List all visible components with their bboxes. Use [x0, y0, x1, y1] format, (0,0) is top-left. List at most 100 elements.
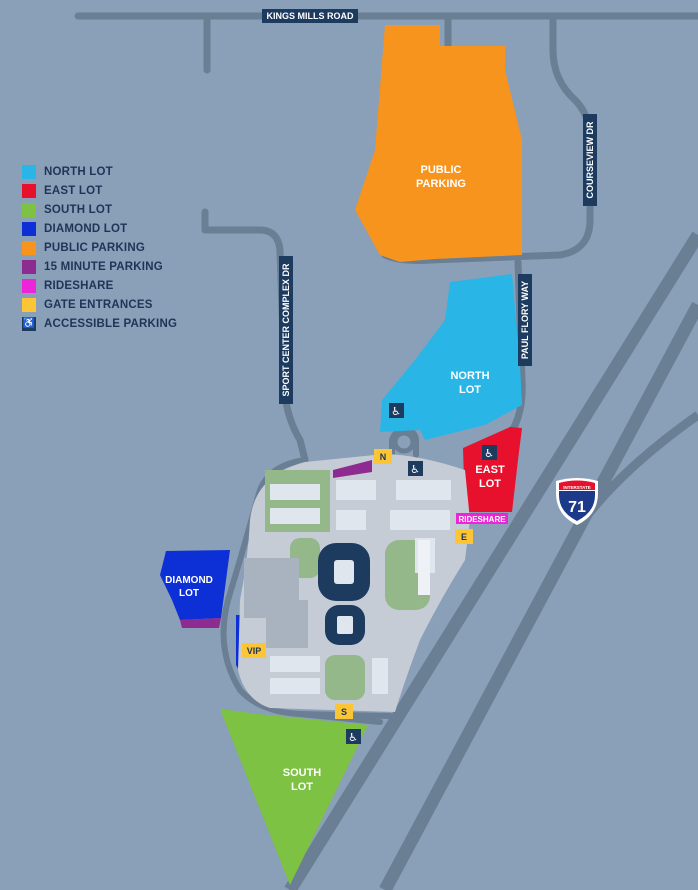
- fifteen-minute-parking-diamond: [180, 618, 221, 628]
- accessible-north-gate: [408, 461, 423, 476]
- wheelchair-icon: ♿: [410, 463, 420, 476]
- wheelchair-icon: ♿: [391, 405, 401, 418]
- rideshare-label: RIDESHARE: [458, 515, 506, 524]
- interstate-shield: INTERSTATE 71: [556, 478, 598, 525]
- wheelchair-icon: ♿: [484, 447, 494, 460]
- legend-item: DIAMOND LOT: [22, 219, 177, 238]
- legend-item: SOUTH LOT: [22, 200, 177, 219]
- courseview-plate-bg: [583, 114, 597, 206]
- legend-label: 15 MINUTE PARKING: [44, 260, 163, 273]
- legend-label: NORTH LOT: [44, 165, 113, 178]
- public-parking-lot: [355, 25, 522, 262]
- diamond-lot: [160, 550, 230, 620]
- diamond-lot-label-1: DIAMOND: [165, 575, 213, 586]
- public-parking-label-1: PUBLIC: [421, 164, 462, 176]
- wheelchair-icon: ♿: [22, 316, 36, 331]
- legend-label: GATE ENTRANCES: [44, 298, 153, 311]
- courts-row-w: [270, 508, 320, 524]
- interstate-lane-2: [379, 301, 698, 890]
- legend-item: RIDESHARE: [22, 276, 177, 295]
- gate-s: [335, 704, 353, 719]
- legend-swatch: [22, 202, 36, 217]
- green-space-3: [325, 655, 365, 700]
- legend-item: ♿ACCESSIBLE PARKING: [22, 314, 177, 333]
- gate-n: [374, 449, 392, 464]
- stadium-campus: [238, 454, 470, 712]
- kings-mills-road-plate: [262, 9, 358, 23]
- legend-swatch: [22, 297, 36, 312]
- legend-swatch: [22, 259, 36, 274]
- interstate-shield-body: [559, 491, 595, 521]
- legend-item: 15 MINUTE PARKING: [22, 257, 177, 276]
- courts-row-s1: [270, 656, 320, 672]
- south-lot-label-2: LOT: [291, 781, 313, 793]
- gate-vip: [242, 643, 266, 658]
- legend-item: NORTH LOT: [22, 162, 177, 181]
- courts-row-n4: [390, 510, 450, 530]
- sport-center-plate-bg: [279, 256, 293, 404]
- courseview-label: COURSEVIEW DR: [585, 121, 595, 199]
- center-court-field: [337, 616, 353, 634]
- gate-n-label: N: [380, 452, 387, 462]
- kings-mills-road-label: KINGS MILLS ROAD: [267, 11, 354, 21]
- legend-label: PUBLIC PARKING: [44, 241, 145, 254]
- legend-item: GATE ENTRANCES: [22, 295, 177, 314]
- rideshare-zone: [456, 513, 508, 524]
- sport-center-label: SPORT CENTER COMPLEX DR: [281, 263, 291, 397]
- building-southwest: [266, 600, 308, 648]
- legend-item: PUBLIC PARKING: [22, 238, 177, 257]
- courts-row-s2: [270, 678, 320, 694]
- wheelchair-icon: ♿: [348, 731, 358, 744]
- sport-center-plate: SPORT CENTER COMPLEX DR: [279, 256, 293, 404]
- north-lot-label-2: LOT: [459, 384, 481, 396]
- east-lot: [463, 427, 522, 512]
- courseview-plate: COURSEVIEW DR: [583, 114, 597, 206]
- courts-row-n3: [336, 510, 366, 530]
- north-turnaround-circle: [392, 430, 416, 454]
- south-lot: [220, 709, 368, 885]
- legend-swatch: [22, 240, 36, 255]
- gate-e: [455, 529, 473, 544]
- courts-row-n1: [336, 480, 376, 500]
- main-stadium-field: [334, 560, 354, 584]
- legend-swatch: [22, 164, 36, 179]
- paul-flory-label: PAUL FLORY WAY: [520, 281, 530, 359]
- diamond-lot-label-2: LOT: [179, 588, 199, 599]
- map-legend: NORTH LOT EAST LOT SOUTH LOT DIAMOND LOT PUB…: [22, 162, 177, 333]
- legend-label: EAST LOT: [44, 184, 103, 197]
- gates: N E S VIP: [242, 449, 473, 719]
- legend-item: EAST LOT: [22, 181, 177, 200]
- north-lot-label-1: NORTH: [450, 370, 489, 382]
- legend-label: SOUTH LOT: [44, 203, 113, 216]
- legend-label: RIDESHARE: [44, 279, 114, 292]
- interstate-label: INTERSTATE: [563, 485, 591, 490]
- public-parking-label-2: PARKING: [416, 178, 466, 190]
- accessible-north-lot: [389, 403, 404, 418]
- gate-s-label: S: [341, 707, 347, 717]
- east-lot-label-2: LOT: [479, 478, 501, 490]
- sport-center-road: [201, 208, 309, 464]
- courts-row-nw: [270, 484, 320, 500]
- accessible-south-gate: [346, 729, 361, 744]
- gate-e-label: E: [461, 532, 467, 542]
- interstate-lane-1: [284, 231, 698, 890]
- walkway-east: [418, 540, 430, 595]
- accessible-parking: ♿ ♿ ♿ ♿: [346, 403, 497, 744]
- paul-flory-plate-bg: [518, 274, 532, 366]
- legend-swatch: [22, 221, 36, 236]
- legend-label: DIAMOND LOT: [44, 222, 128, 235]
- courts-row-s3: [372, 658, 388, 694]
- road-labels: KINGS MILLS ROAD COURSEVIEW DR SPORT CEN…: [262, 9, 597, 404]
- accessible-east-lot: [482, 445, 497, 460]
- north-lot: [380, 274, 522, 440]
- gate-vip-label: VIP: [247, 646, 262, 656]
- south-lot-label-1: SOUTH: [283, 767, 322, 779]
- interstate-number: 71: [568, 499, 586, 516]
- legend-swatch: [22, 278, 36, 293]
- fifteen-minute-parking-north: [333, 460, 372, 478]
- courts-row-n2: [396, 480, 451, 500]
- paul-flory-plate: PAUL FLORY WAY: [518, 274, 532, 366]
- legend-swatch: [22, 183, 36, 198]
- interstate-shield-banner: [559, 480, 595, 490]
